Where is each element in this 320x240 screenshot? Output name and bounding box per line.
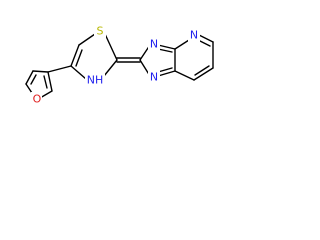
thiazole-bond-c5-s1 xyxy=(78,33,96,46)
pyridine-nitrogen-label: N xyxy=(190,29,198,42)
atom-label-layer: O S NH N N N xyxy=(31,24,200,106)
imidazole-nitrogen-bottom-label: N xyxy=(150,71,158,84)
bond-layer xyxy=(25,33,214,99)
imidazole-nitrogen-top-label: N xyxy=(150,38,158,51)
pyridine-bond-c7a-n7 xyxy=(174,39,190,50)
furan-bond-c4-c3 xyxy=(32,70,49,73)
pyridine-bond-n7-c6 xyxy=(198,34,214,43)
imidazole-bond-n1-c7a-inner xyxy=(157,48,173,53)
chemical-structure-diagram: O S NH N N N xyxy=(25,24,214,106)
imidazole-bond-c3a-n3-inner xyxy=(157,67,173,73)
furan-oxygen-label: O xyxy=(33,93,42,106)
furan-bond-c3-c2-inner xyxy=(43,75,48,89)
thiazoline-nh-label: NH xyxy=(87,74,104,87)
furan-bond-c3-c2 xyxy=(47,71,53,92)
thiazole-bond-c4-c5-inner xyxy=(75,49,83,67)
imidazole-bond-n1-c7a xyxy=(157,44,176,50)
sulfur-label: S xyxy=(97,25,104,38)
linker-bond xyxy=(47,65,72,73)
pyridine-bond-c5-c4-inner xyxy=(194,65,210,76)
furan-bond-c5-c4 xyxy=(25,70,34,85)
thiazole-bond-c4-c5 xyxy=(70,44,80,67)
thiazole-bond-n3-c4 xyxy=(70,65,87,80)
thiazole-bond-c2-n3 xyxy=(103,59,118,77)
thiazole-bond-s1-c2 xyxy=(104,33,118,61)
pyridine-bond-c5-c4 xyxy=(193,67,214,81)
pyridine-bond-c4-c3a xyxy=(174,70,195,81)
imidazole-bond-c3a-n3 xyxy=(157,70,176,77)
furan-bond-c5-c4-inner xyxy=(30,74,37,85)
